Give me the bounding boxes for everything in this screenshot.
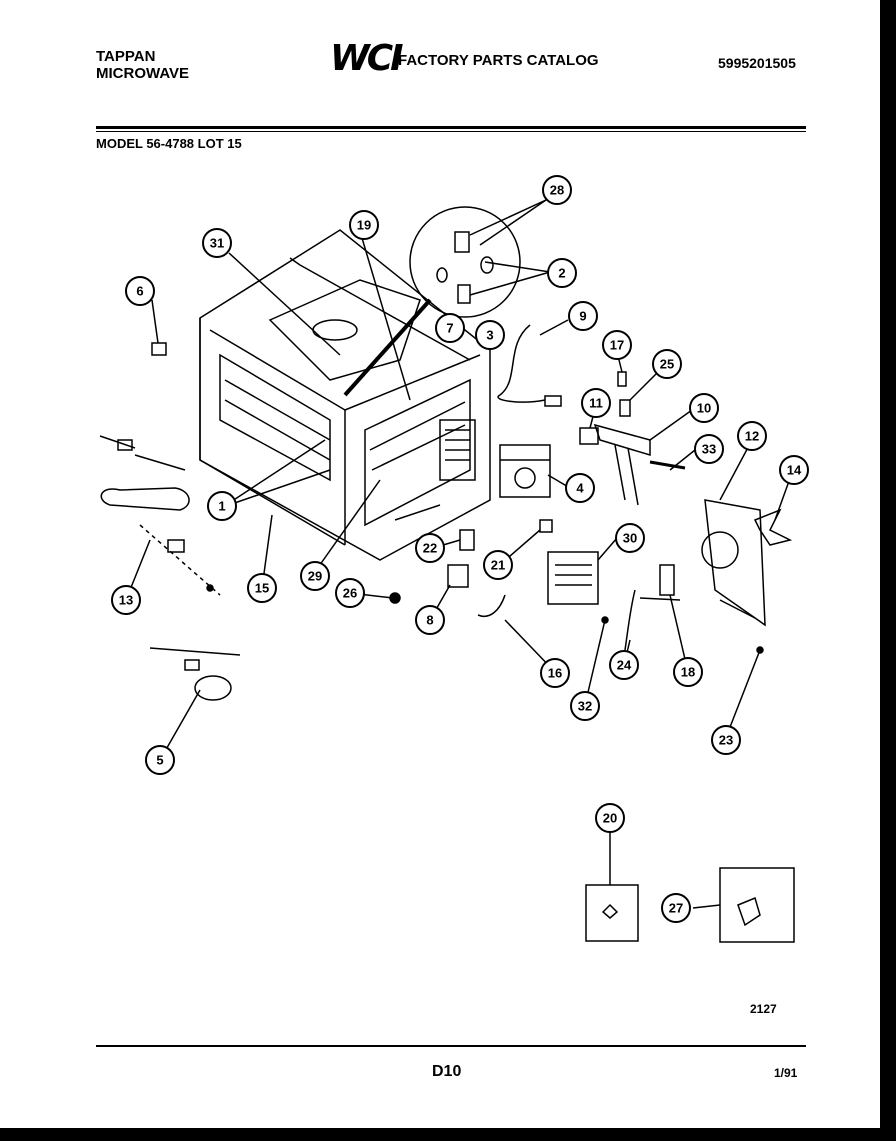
wci-logo: WCI [330,38,404,79]
svg-text:8: 8 [426,613,433,628]
brand-line-1: TAPPAN [96,48,156,65]
svg-text:24: 24 [617,658,632,673]
svg-text:4: 4 [576,481,584,496]
callout-23: 23 [711,725,741,755]
callout-21: 21 [483,550,513,580]
part-27-box [719,867,795,943]
footer-rule [96,1045,806,1047]
svg-text:16: 16 [548,666,562,681]
callout-6: 6 [125,276,155,306]
svg-text:27: 27 [669,901,683,916]
brand-line-2: MICROWAVE [96,65,190,82]
svg-text:29: 29 [308,569,322,584]
callout-28: 28 [542,175,572,205]
callout-13: 13 [111,585,141,615]
svg-text:30: 30 [623,531,637,546]
svg-text:15: 15 [255,581,269,596]
part-20-box [585,884,639,942]
callout-11: 11 [581,388,611,418]
svg-text:18: 18 [681,665,695,680]
diagram-drawing [99,199,795,943]
exploded-parts-diagram: 28 19 31 2 6 7 3 9 17 25 11 10 12 33 14 … [99,175,809,943]
callout-20: 20 [595,803,625,833]
callout-3: 3 [475,320,505,350]
catalog-page: TAPPAN MICROWAVE WCI FACTORY PARTS CATAL… [0,0,880,1128]
svg-text:33: 33 [702,442,716,457]
callout-10: 10 [689,393,719,423]
callout-5: 5 [145,745,175,775]
callout-33: 33 [694,434,724,464]
svg-text:13: 13 [119,593,133,608]
svg-text:20: 20 [603,811,617,826]
callout-1: 1 [207,491,237,521]
svg-text:17: 17 [610,338,624,353]
drawing-number: 2127 [750,1002,777,1016]
svg-text:7: 7 [446,321,453,336]
callout-29: 29 [300,561,330,591]
callout-15: 15 [247,573,277,603]
svg-text:14: 14 [787,463,802,478]
model-number: MODEL 56-4788 LOT 15 [96,136,242,151]
callout-27: 27 [661,893,691,923]
svg-text:31: 31 [210,236,224,251]
svg-text:3: 3 [486,328,493,343]
header-rule-thin [96,131,806,132]
svg-text:21: 21 [491,558,505,573]
callout-19: 19 [349,210,379,240]
svg-text:9: 9 [579,309,586,324]
svg-text:22: 22 [423,541,437,556]
callout-12: 12 [737,421,767,451]
header-rule [96,126,806,129]
callout-22: 22 [415,533,445,563]
callout-7: 7 [435,313,465,343]
catalog-date: 1/91 [774,1066,798,1080]
callout-26: 26 [335,578,365,608]
callout-14: 14 [779,455,809,485]
callout-31: 31 [202,228,232,258]
svg-text:26: 26 [343,586,357,601]
callout-2: 2 [547,258,577,288]
callout-16: 16 [540,658,570,688]
svg-text:23: 23 [719,733,733,748]
catalog-title: FACTORY PARTS CATALOG [398,52,599,69]
oven-cavity [219,353,331,482]
page-code: D10 [432,1063,462,1080]
svg-text:25: 25 [660,357,674,372]
callout-18: 18 [673,657,703,687]
svg-text:28: 28 [550,183,564,198]
svg-text:32: 32 [578,699,592,714]
callout-24: 24 [609,650,639,680]
callout-30: 30 [615,523,645,553]
callout-25: 25 [652,349,682,379]
brand-name: TAPPAN MICROWAVE [96,48,189,82]
callout-17: 17 [602,330,632,360]
callout-8: 8 [415,605,445,635]
svg-text:2: 2 [558,266,565,281]
detail-inset-circle [409,206,521,318]
svg-text:1: 1 [218,499,225,514]
callout-9: 9 [568,301,598,331]
svg-text:10: 10 [697,401,711,416]
svg-text:11: 11 [589,396,603,411]
svg-text:6: 6 [136,284,143,299]
svg-text:5: 5 [156,753,163,768]
svg-text:19: 19 [357,218,371,233]
callout-4: 4 [565,473,595,503]
callout-32: 32 [570,691,600,721]
svg-text:12: 12 [745,429,759,444]
catalog-part-number: 5995201505 [718,55,796,71]
